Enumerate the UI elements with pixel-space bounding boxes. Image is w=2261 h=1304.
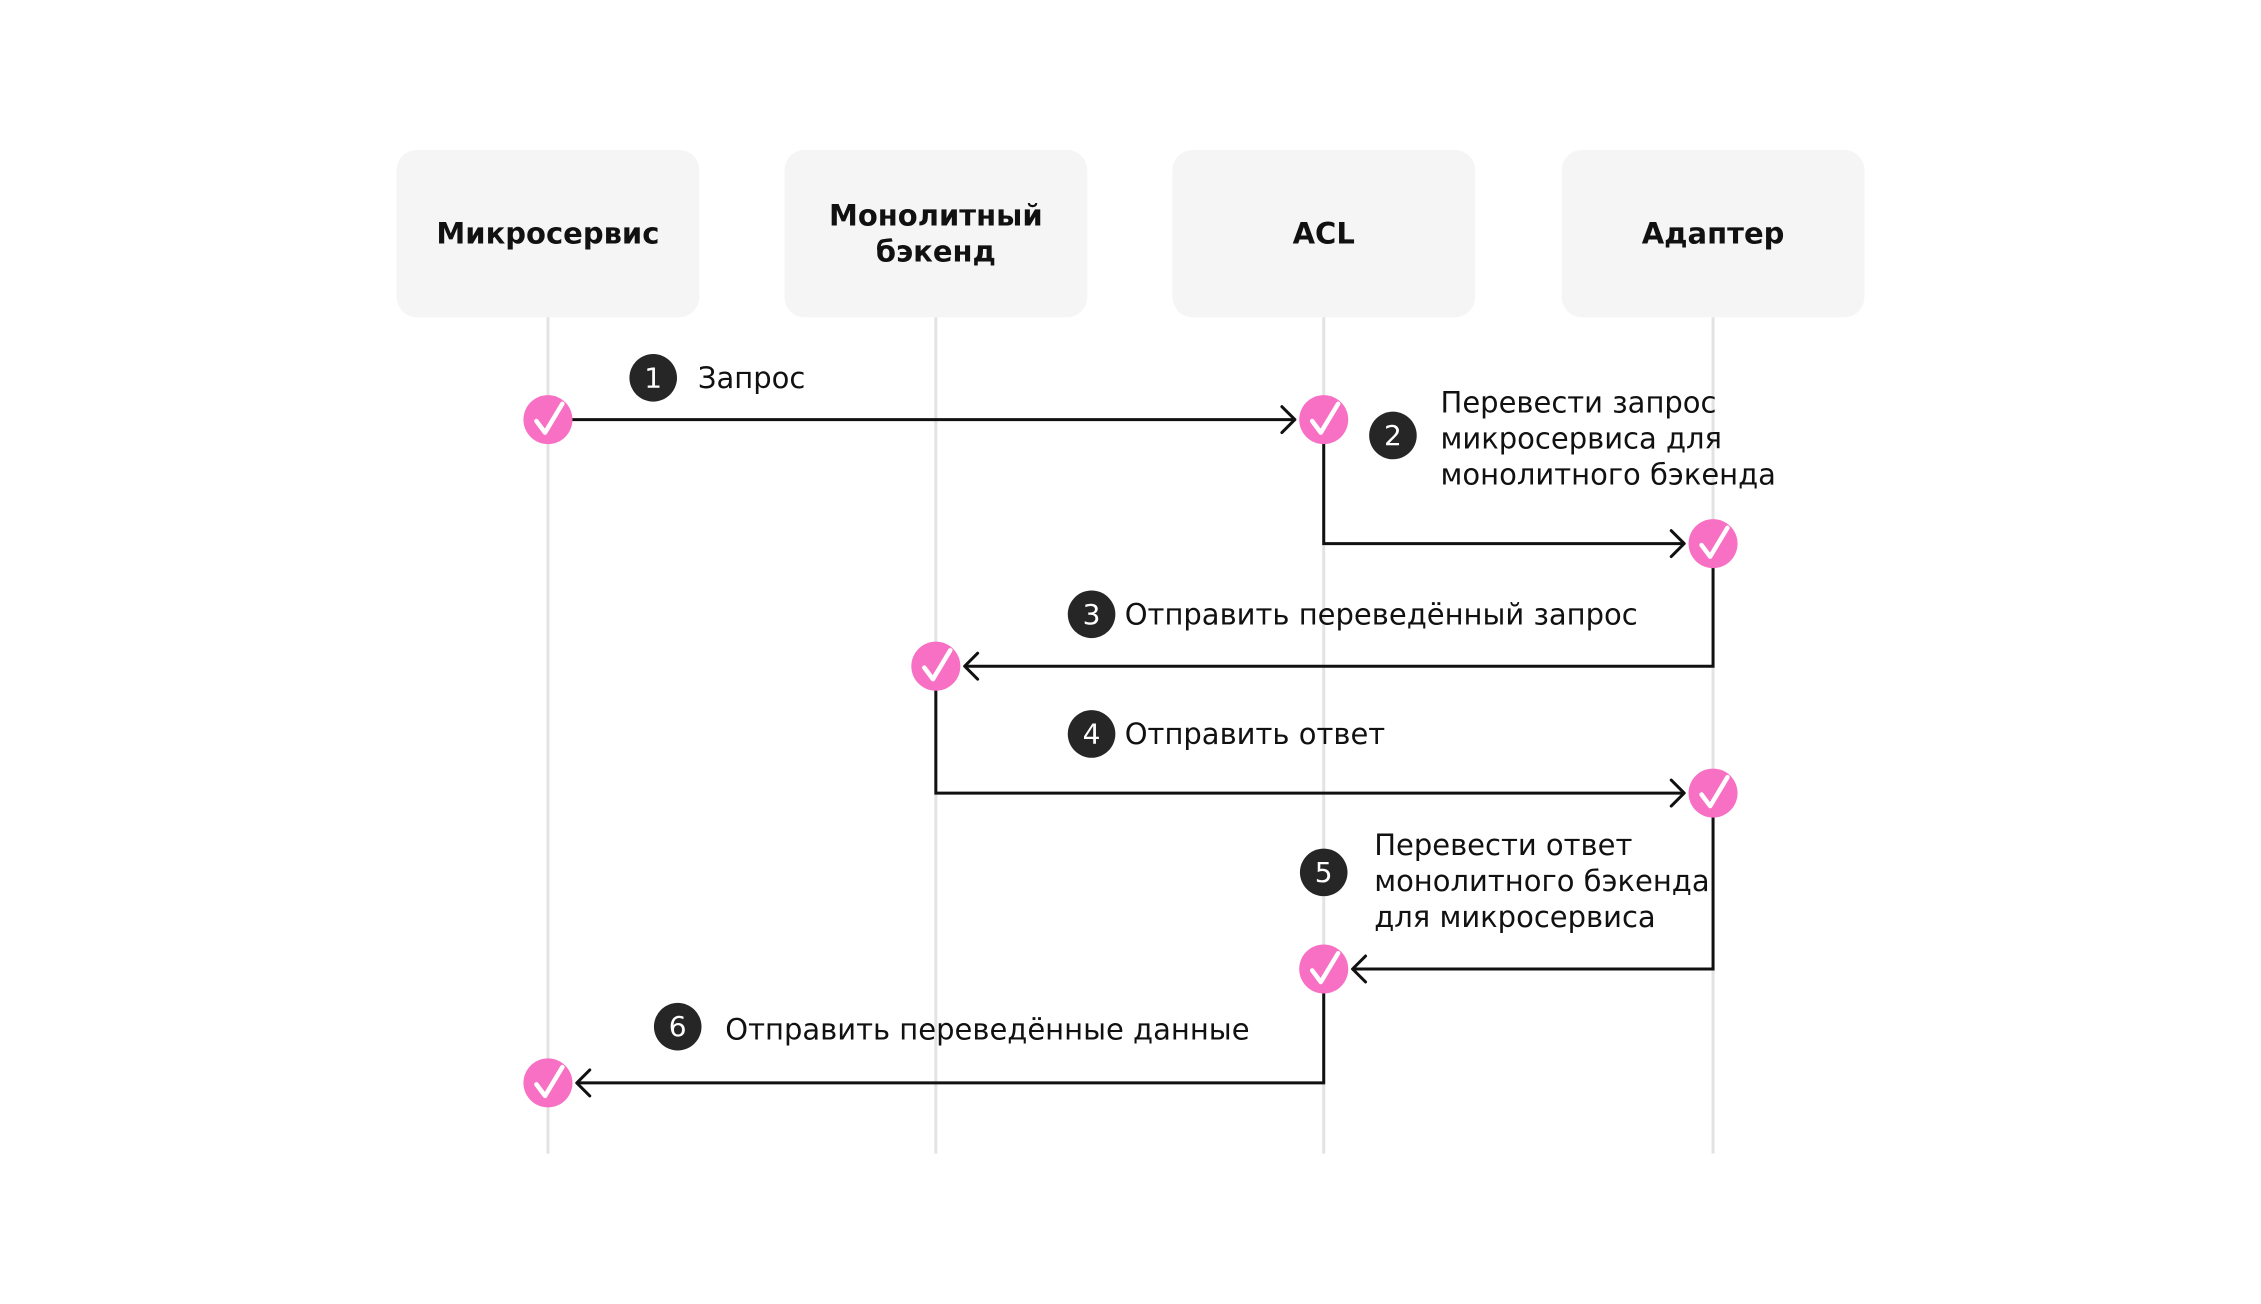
step-number: 5 <box>1315 856 1333 889</box>
step-label: Отправить ответ <box>1125 717 1386 751</box>
actor-label-monolith: бэкенд <box>876 235 996 269</box>
message-line-step-6 <box>576 969 1326 1085</box>
actor-box-adapter <box>1561 149 1865 318</box>
message-line-step-4 <box>934 666 1685 795</box>
arrow-head-icon <box>1669 778 1686 808</box>
step-label: Перевести ответ <box>1374 828 1632 862</box>
step-label: монолитного бэкенда <box>1374 864 1709 898</box>
step-badge: 6 <box>653 1002 702 1051</box>
check-circle-icon <box>523 395 573 445</box>
check-circle-icon <box>523 1058 573 1108</box>
arrow-head-icon <box>1669 529 1686 559</box>
actor-label-monolith: Монолитный <box>829 199 1043 233</box>
step-number: 2 <box>1384 419 1402 452</box>
actor-label-acl: ACL <box>1293 217 1355 251</box>
actor-box-monolith <box>784 149 1088 318</box>
actor-label-adapter: Адаптер <box>1642 217 1785 251</box>
actor-box-acl <box>1172 149 1476 318</box>
step-badge: 2 <box>1369 411 1417 460</box>
check-circle-icon <box>1688 768 1738 818</box>
step-number: 1 <box>644 361 662 394</box>
arrow-head-icon <box>1280 405 1297 435</box>
step-badge: 4 <box>1067 710 1116 758</box>
step-badge: 1 <box>629 354 678 402</box>
message-line-step-2 <box>1322 419 1685 546</box>
step-label: Отправить переведённый запрос <box>1125 597 1638 631</box>
arrow-head-icon <box>963 651 980 681</box>
step-label: Перевести запрос <box>1441 385 1717 419</box>
step-label: Запрос <box>698 361 805 395</box>
message-line-step-5 <box>1352 793 1715 971</box>
step-badge: 5 <box>1299 848 1348 897</box>
step-badge: 3 <box>1067 590 1116 639</box>
check-circle-icon <box>911 641 961 691</box>
step-number: 4 <box>1083 717 1101 750</box>
step-label: Отправить переведённые данные <box>725 1013 1249 1047</box>
actor-label-microservice: Микросервис <box>436 217 659 251</box>
messages <box>547 405 1715 1098</box>
step-number: 3 <box>1083 598 1101 631</box>
step-label: монолитного бэкенда <box>1441 457 1776 491</box>
check-circle-icon <box>1299 944 1349 994</box>
check-circle-icon <box>1299 395 1349 445</box>
actor-box-microservice <box>396 149 700 318</box>
arrow-head-icon <box>575 1068 592 1098</box>
step-number: 6 <box>669 1010 687 1043</box>
check-circle-icon <box>1688 519 1738 569</box>
step-label: микросервиса для <box>1441 421 1723 455</box>
message-line-step-3 <box>964 543 1715 668</box>
step-label: для микросервиса <box>1374 900 1656 934</box>
arrow-head-icon <box>1351 954 1368 984</box>
step-markers <box>523 395 1738 1108</box>
